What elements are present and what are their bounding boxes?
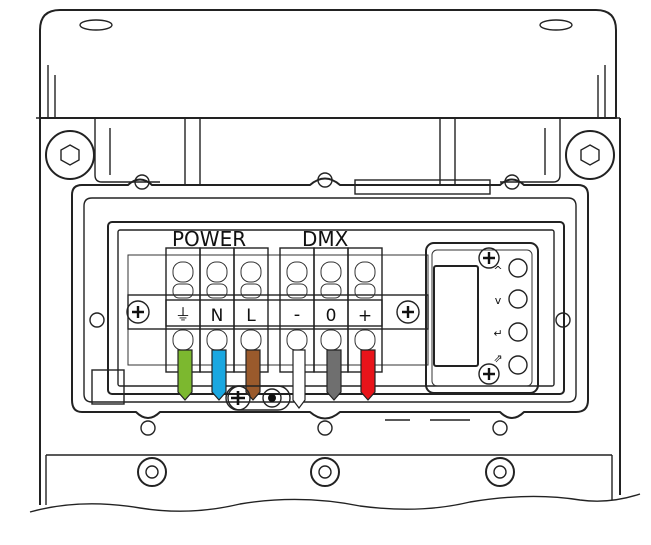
down-icon: v: [495, 294, 502, 307]
dmx-label: DMX: [302, 227, 349, 251]
dmx-minus-label: -: [294, 304, 301, 325]
button-enter[interactable]: [508, 322, 528, 342]
panel-screw-top-icon: [478, 247, 500, 269]
neutral-label: N: [211, 306, 224, 326]
din-rail: [127, 294, 429, 330]
dmx-zero-label: 0: [326, 306, 337, 326]
display-screen: [433, 265, 479, 367]
button-down[interactable]: [508, 289, 528, 309]
clamp-screw-icon: [225, 385, 251, 411]
bottom-screws: [137, 457, 515, 487]
dmx-plus-label: +: [358, 306, 372, 326]
earth-wire: [177, 349, 193, 401]
terminal-blocks: [165, 247, 383, 373]
up-icon: ^: [493, 264, 502, 277]
dmx-zero-wire: [326, 349, 342, 401]
bottom-screw-left-icon: [137, 457, 167, 487]
gasket-frame: [71, 172, 589, 436]
live-wire: [245, 349, 261, 401]
rail-screw-left-icon: [126, 300, 150, 324]
control-panel: [425, 242, 539, 394]
button-up[interactable]: [508, 258, 528, 278]
dmx-plus-wire: [360, 349, 376, 401]
button-mode[interactable]: [508, 355, 528, 375]
bottom-screw-right-icon: [485, 457, 515, 487]
lid-screw-hole-right: [539, 19, 573, 31]
bottom-screw-center-icon: [310, 457, 340, 487]
earth-symbol-label: ⏚: [175, 305, 191, 324]
neutral-wire: [211, 349, 227, 401]
rail-screw-right-icon: [396, 300, 420, 324]
panel-screw-bottom-icon: [478, 363, 500, 385]
mode-icon: ⇗: [493, 352, 502, 365]
hex-bolt-left-icon: [60, 144, 80, 166]
enter-icon: ↵: [493, 327, 502, 340]
lid-screw-hole-left: [79, 19, 113, 31]
housing-body: [29, 118, 641, 513]
power-label: POWER: [172, 227, 246, 251]
live-label: L: [246, 306, 256, 326]
housing-lid: [36, 9, 620, 119]
ferrule-icon: [262, 388, 282, 408]
wires: [177, 349, 376, 409]
dmx-minus-wire: [292, 349, 306, 409]
hex-bolt-right-icon: [580, 144, 600, 166]
cable-clamp: [225, 385, 291, 411]
